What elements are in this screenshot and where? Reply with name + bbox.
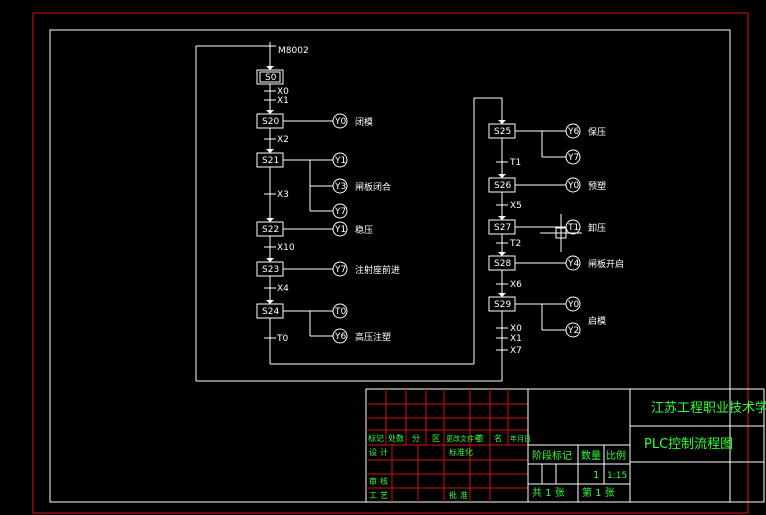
- step-label: S27: [494, 223, 511, 233]
- step-label: S29: [494, 300, 511, 310]
- transition-label: X2: [277, 135, 289, 145]
- step-label: S21: [262, 156, 279, 166]
- coil-label: Y1: [334, 156, 346, 166]
- action-label: 卸压: [588, 222, 606, 234]
- output-coil: [332, 152, 348, 168]
- tb-header-cell: 年月日: [510, 434, 531, 443]
- output-coil: [332, 113, 348, 129]
- transition-label: X1: [510, 334, 522, 344]
- tb-qty-label: 数量: [581, 449, 601, 462]
- tb-header-cell: 签: [476, 433, 484, 443]
- coil-label: Y1: [334, 225, 346, 235]
- step-box: [256, 69, 284, 85]
- action-label: 稳压: [355, 224, 373, 236]
- output-coil: [332, 328, 348, 344]
- step-label: S24: [262, 307, 279, 317]
- transition-label: X6: [510, 280, 522, 290]
- action-label: 闭模: [355, 116, 373, 128]
- step-label: S26: [494, 181, 511, 191]
- action-label: 预塑: [588, 181, 606, 192]
- transition-label: X3: [277, 190, 289, 200]
- output-coil: [565, 123, 581, 139]
- output-coil: [565, 177, 581, 193]
- transition-label: T1: [509, 158, 521, 168]
- coil-label: Y0: [567, 181, 579, 191]
- tb-review: 核: [380, 476, 388, 486]
- transition-label: T2: [509, 239, 521, 249]
- output-coil: [332, 221, 348, 237]
- init-condition: M8002: [278, 46, 309, 56]
- coil-label: Y2: [567, 326, 579, 336]
- tb-process: 艺: [380, 491, 388, 500]
- action-label: 保压: [588, 126, 606, 138]
- tb-approve: 准: [460, 490, 468, 500]
- action-label: 启模: [588, 315, 606, 327]
- tb-scale-value: 1:15: [607, 471, 627, 481]
- tb-header-cell: 更改文件号: [446, 434, 481, 443]
- tb-scale-label: 比例: [606, 449, 626, 462]
- transition-label: X0: [510, 324, 522, 334]
- right-chain: T1 X5 T2 X6 X0 X1 X7 S25 S26 S27 S28 S29: [488, 98, 624, 356]
- coil-label: Y6: [567, 127, 579, 137]
- coil-label: Y7: [334, 207, 346, 217]
- tb-standardization: 标准化: [449, 447, 473, 457]
- output-coil: [332, 261, 348, 277]
- coil-label: Y7: [334, 265, 346, 275]
- transition-label: X7: [510, 346, 522, 356]
- outer-border: [32, 12, 749, 514]
- tb-school-name: 江苏工程职业技术学院: [651, 400, 766, 416]
- coil-label: Y3: [334, 182, 346, 192]
- tb-qty-value: 1: [593, 470, 599, 481]
- tb-review: 审: [369, 476, 377, 486]
- tb-approve: 批: [449, 490, 457, 500]
- step-label: S0: [265, 73, 277, 83]
- step-label: S22: [262, 225, 279, 235]
- initial-step-inner: [259, 71, 281, 83]
- output-coil: [332, 303, 348, 319]
- step-label: S28: [494, 259, 511, 269]
- coil-label: Y0: [567, 300, 579, 310]
- coil-label: Y4: [567, 259, 579, 269]
- action-label: 闸板开启: [588, 258, 624, 270]
- coil-label: Y6: [334, 332, 346, 342]
- tb-design: 计: [380, 447, 388, 457]
- title-block: 标记 处数 分 区 更改文件号 签 名 年月日 设 计 标准化 审 核 工 艺 …: [365, 388, 766, 503]
- transition-label: X1: [277, 96, 289, 106]
- coil-label: T0: [334, 307, 346, 317]
- output-coil: [565, 296, 581, 312]
- action-label: 高压注塑: [355, 331, 391, 343]
- step-label: S25: [494, 127, 511, 137]
- output-coil: [565, 322, 581, 338]
- output-coil: [565, 219, 581, 235]
- transition-label: X0: [277, 87, 289, 97]
- transition-label: T0: [276, 334, 288, 344]
- output-coil: [332, 203, 348, 219]
- transition-label: X5: [510, 201, 522, 211]
- tb-header-cell: 名: [494, 433, 502, 443]
- tb-header-cell: 处数: [388, 433, 404, 443]
- output-coil: [332, 178, 348, 194]
- step-label: S20: [262, 117, 279, 127]
- coil-label: Y7: [567, 153, 579, 163]
- step-label: S23: [262, 265, 279, 275]
- action-label: 注射座前进: [355, 264, 400, 276]
- transition-label: X10: [277, 243, 295, 253]
- tb-drawing-title: PLC控制流程图: [644, 437, 733, 452]
- tb-sheets-total: 共 1 张: [532, 487, 565, 499]
- output-coil: [565, 149, 581, 165]
- action-label: 闸板闭合: [355, 181, 391, 193]
- coil-label: Y0: [334, 117, 346, 127]
- tb-process: 工: [369, 491, 377, 500]
- output-coil: [565, 255, 581, 271]
- tb-header-cell: 标记: [368, 433, 384, 443]
- left-chain: M8002 X0 X1 X2 X3 X10 X4 T0 S0 S20 S21 S…: [195, 42, 506, 382]
- tb-header-cell: 区: [432, 434, 440, 443]
- transition-label: X4: [277, 284, 289, 294]
- tb-stage-label: 阶段标记: [532, 449, 572, 462]
- tb-header-cell: 分: [412, 434, 420, 443]
- coil-label: T1: [567, 223, 579, 233]
- tb-sheet-no: 第 1 张: [582, 486, 615, 499]
- tb-design: 设: [369, 447, 377, 457]
